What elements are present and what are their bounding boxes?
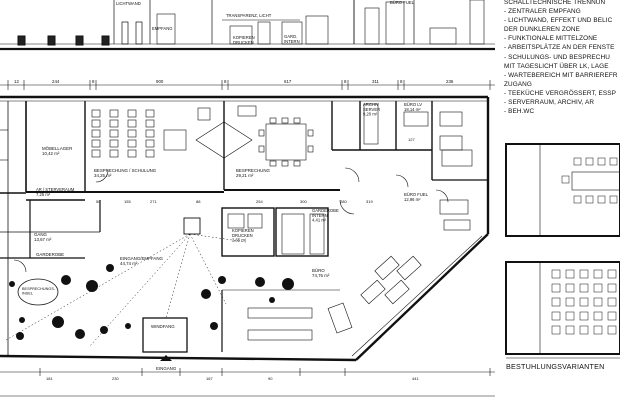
top-dimension-value: 8 xyxy=(224,79,227,84)
plan-dimension-value: 88 xyxy=(196,199,201,204)
design-notes-list: SCHALLTECHNISCHE TRENNUN - ZENTRALER EMPF… xyxy=(504,0,620,116)
elevation-section xyxy=(0,0,495,51)
room-besprechungsinsel: BESPRECHUNGS-INSEL xyxy=(22,287,56,295)
plan-dimension-value: 441 xyxy=(412,376,419,381)
seating-variant-top xyxy=(505,143,620,237)
plan-dimension-value: 230 xyxy=(112,376,119,381)
plan-dimension-value: 155 xyxy=(124,199,131,204)
top-dimension-values: 12 244 8 900 8 617 8 311 8 236 xyxy=(14,79,454,84)
plan-dimension-value: 254 xyxy=(256,199,263,204)
top-dimension-value: 900 xyxy=(156,79,164,84)
elevation-label-lichtwand: LICHTWAND xyxy=(116,1,141,6)
room-eingang: EINGANG xyxy=(156,366,177,371)
design-note-item: DER DUNKLEREN ZONE xyxy=(504,26,581,34)
meeting-room-furniture xyxy=(237,105,314,167)
plan-walls xyxy=(0,95,490,362)
design-note-item: - FUNKTIONALE MITTELZONE xyxy=(504,35,598,43)
plan-dimension-value: 319 xyxy=(366,199,373,204)
top-dimension-value: 8 xyxy=(400,79,403,84)
elevation-label-transparenz: TRANSPARENZ, LICHT xyxy=(226,13,272,18)
elevation-label-garderobe: GARD.INTERN xyxy=(284,34,300,44)
besprechungsinsel-outline xyxy=(17,278,59,306)
design-note-item: MIT TAGESLICHT ÜBER LK, LAGE xyxy=(504,62,609,70)
plan-dimension-value: 167 xyxy=(206,376,213,381)
top-dimension-value: 8 xyxy=(92,79,95,84)
plan-dimension-values: 127 50 155 271 88 254 300 280 319 181 230 167 90 441 xyxy=(46,137,419,381)
design-note-item: - ZENTRALER EMPFANG xyxy=(504,8,581,16)
design-note-item: ZUGANG xyxy=(504,80,532,88)
plan-dimension-value: 300 xyxy=(300,199,307,204)
seating-variant-bottom xyxy=(505,261,620,355)
design-note-item: - WARTEBEREICH MIT BARRIEREFR xyxy=(504,71,618,79)
top-dimension-value: 311 xyxy=(372,79,380,84)
seminar-room-furniture xyxy=(91,107,253,159)
plan-dimension-value: 127 xyxy=(408,137,415,142)
top-dimension-line xyxy=(0,80,495,90)
design-note-item: - ARBEITSPLÄTZE AN DER FENSTE xyxy=(504,44,615,52)
plan-dimension-value: 271 xyxy=(150,199,157,204)
bottom-dimension-line xyxy=(0,368,495,397)
design-note-item: SCHALLTECHNISCHE TRENNUN xyxy=(504,0,606,6)
design-note-item: - TEEKÜCHE VERGRÖSSERT, ESSP xyxy=(504,89,616,97)
top-dimension-value: 244 xyxy=(52,79,60,84)
elevation-label-buero: BÜRO FUEL xyxy=(390,0,415,5)
entrance-arrow xyxy=(160,355,172,361)
plan-dimension-value: 181 xyxy=(46,376,53,381)
design-note-item: - SCHULUNGS- UND BESPRECHU xyxy=(504,53,610,61)
top-dimension-value: 12 xyxy=(14,79,19,84)
top-dimension-value: 617 xyxy=(284,79,292,84)
reception-sightlines xyxy=(5,233,247,347)
room-windfang: WINDFANG xyxy=(151,324,175,329)
room-garderobe: GARDEROBE xyxy=(36,252,64,257)
design-note-item: - SERVERRAUM, ARCHIV, AR xyxy=(504,99,595,107)
plan-dimension-value: 50 xyxy=(96,199,101,204)
design-note-item: - BEH.WC xyxy=(504,108,535,116)
top-dimension-value: 8 xyxy=(344,79,347,84)
lobby-furniture xyxy=(9,264,294,340)
plan-dimension-value: 90 xyxy=(268,376,273,381)
seating-variants-caption: BESTUHLUNGSVARIANTEN xyxy=(506,362,605,371)
design-note-item: - LICHTWAND, EFFEKT UND BELIC xyxy=(504,17,613,25)
office-furniture xyxy=(227,103,473,341)
top-dimension-value: 236 xyxy=(446,79,454,84)
reception-desk xyxy=(183,217,201,235)
plan-dimension-value: 280 xyxy=(340,199,347,204)
elevation-label-empfang: EMPFANG xyxy=(152,26,172,31)
